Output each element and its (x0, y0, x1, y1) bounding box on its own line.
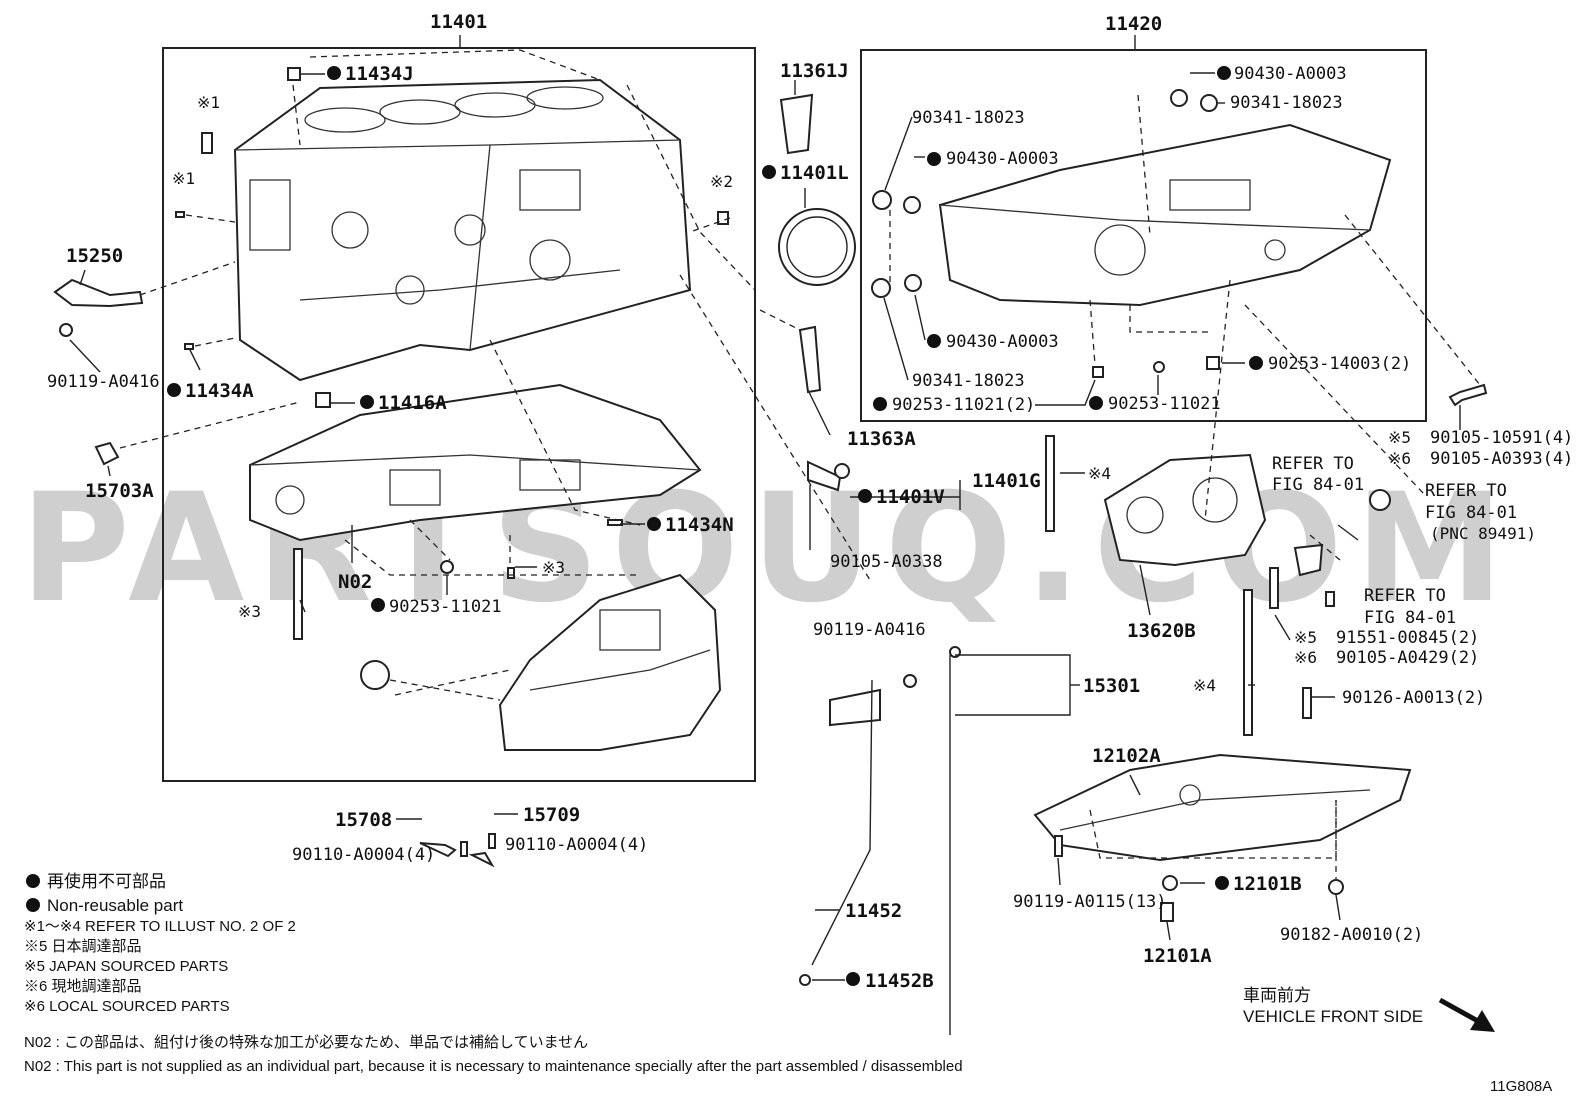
refer-2-line2: FIG 84-01 (1425, 503, 1517, 523)
legend-local-jp: ※6 現地調達部品 (24, 978, 142, 995)
label-11434A: 11434A (185, 380, 254, 402)
assembly-lines (119, 49, 1481, 880)
mark-6b: ※6 (1294, 648, 1317, 667)
label-90341-18023-low: 90341-18023 (912, 371, 1025, 391)
front-side-en: VEHICLE FRONT SIDE (1243, 1007, 1423, 1026)
label-91551-00845: 91551-00845(2) (1336, 628, 1479, 648)
note-n02-en: N02 : This part is not supplied as an in… (24, 1058, 963, 1075)
legend-non-reusable-jp: 再使用不可部品 (47, 871, 166, 891)
legend-local-en: ※6 LOCAL SOURCED PARTS (24, 998, 230, 1015)
group-label-pan: 11420 (1105, 13, 1162, 35)
refer-3-line2: FIG 84-01 (1364, 608, 1456, 628)
refer-1-line1: REFER TO (1272, 454, 1354, 474)
label-90105-A0338: 90105-A0338 (830, 552, 943, 572)
label-90105-A0429: 90105-A0429(2) (1336, 648, 1479, 668)
label-11452B: 11452B (865, 970, 934, 992)
group-label-block: 11401 (430, 11, 487, 33)
mark-5b: ※5 (1294, 628, 1317, 647)
cylinder-block-drawing (233, 78, 692, 382)
mark-2: ※2 (710, 172, 733, 191)
mark-6a: ※6 (1388, 449, 1411, 468)
mark-3a: ※3 (238, 602, 261, 621)
label-90253-11021-pair: 90253-11021(2) (892, 395, 1035, 415)
label-90253-11021-right: 90253-11021 (1108, 394, 1221, 414)
label-15708: 15708 (335, 809, 392, 831)
mark-4a: ※4 (1088, 464, 1111, 483)
note-n02-jp: N02 : この部品は、組付け後の特殊な加工が必要なため、単品では補給していませ… (24, 1034, 588, 1051)
illustration-code: 11G808A (1490, 1078, 1552, 1095)
mark-1a: ※1 (197, 93, 220, 112)
label-90119-A0416-left: 90119-A0416 (47, 372, 160, 392)
label-15250: 15250 (66, 245, 123, 267)
oil-pump-drawing (1103, 453, 1267, 567)
legend-refer-illust: ※1～※4 REFER TO ILLUST NO. 2 OF 2 (24, 918, 296, 935)
label-11401V: 11401V (876, 486, 945, 508)
label-15301: 15301 (1083, 675, 1140, 697)
pan-group-frame (860, 49, 1427, 422)
front-side-jp: 車両前方 (1243, 986, 1311, 1005)
label-11401G: 11401G (972, 470, 1041, 492)
refer-1-line2: FIG 84-01 (1272, 475, 1364, 495)
label-90430-A0003-mid: 90430-A0003 (946, 149, 1059, 169)
label-90341-18023-top-right: 90341-18023 (1230, 93, 1343, 113)
leader-lines (69, 72, 1461, 981)
label-11401L: 11401L (780, 162, 849, 184)
label-12101B: 12101B (1233, 873, 1302, 895)
label-90430-A0003-top: 90430-A0003 (1234, 64, 1347, 84)
label-90182-A0010: 90182-A0010(2) (1280, 925, 1423, 945)
oil-pan-lower-drawing (1033, 753, 1412, 862)
label-11361J: 11361J (780, 60, 849, 82)
mark-3b: ※3 (542, 558, 565, 577)
oil-cover-drawing (360, 573, 722, 751)
label-90430-A0003-low: 90430-A0003 (946, 332, 1059, 352)
mark-5a: ※5 (1388, 428, 1411, 447)
label-11434J: 11434J (345, 63, 414, 85)
label-N02: N02 (338, 571, 372, 593)
refer-2-line3: (PNC 89491) (1430, 524, 1536, 543)
label-15703A: 15703A (85, 480, 154, 502)
mark-4b: ※4 (1193, 676, 1216, 695)
label-90253-14003: 90253-14003(2) (1268, 354, 1411, 374)
small-parts (53, 67, 1488, 1035)
mark-1b: ※1 (172, 169, 195, 188)
label-12102A: 12102A (1092, 745, 1161, 767)
non-reusable-dots (167, 66, 1263, 986)
label-11363A: 11363A (847, 428, 916, 450)
label-90253-11021-left: 90253-11021 (389, 597, 502, 617)
refer-2-line1: REFER TO (1425, 481, 1507, 501)
front-arrow-icon (1438, 997, 1495, 1032)
label-90126-A0013: 90126-A0013(2) (1342, 688, 1485, 708)
label-90110-A0004-right: 90110-A0004(4) (505, 835, 648, 855)
label-90341-18023-top-left: 90341-18023 (912, 108, 1025, 128)
label-11416A: 11416A (378, 392, 447, 414)
label-90119-A0115: 90119-A0115(13) (1013, 892, 1167, 912)
label-11434N: 11434N (665, 514, 734, 536)
label-90110-A0004-left: 90110-A0004(4) (292, 845, 435, 865)
label-90105-10591: 90105-10591(4) (1430, 428, 1573, 448)
label-90119-A0416-mid: 90119-A0416 (813, 620, 926, 640)
label-12101A: 12101A (1143, 945, 1212, 967)
label-90105-A0393: 90105-A0393(4) (1430, 449, 1573, 469)
block-group-frame (162, 47, 756, 782)
legend-non-reusable-en: Non-reusable part (47, 896, 183, 915)
oil-pan-upper-drawing (938, 123, 1392, 307)
refer-3-line1: REFER TO (1364, 586, 1446, 606)
label-13620B: 13620B (1127, 620, 1196, 642)
legend-japan-jp: ※5 日本調達部品 (24, 938, 142, 955)
label-11452: 11452 (845, 900, 902, 922)
lower-crankcase-drawing (249, 383, 702, 542)
label-15709: 15709 (523, 804, 580, 826)
legend: 再使用不可部品 Non-reusable part ※1～※4 REFER TO… (24, 871, 296, 1015)
legend-japan-en: ※5 JAPAN SOURCED PARTS (24, 958, 228, 975)
